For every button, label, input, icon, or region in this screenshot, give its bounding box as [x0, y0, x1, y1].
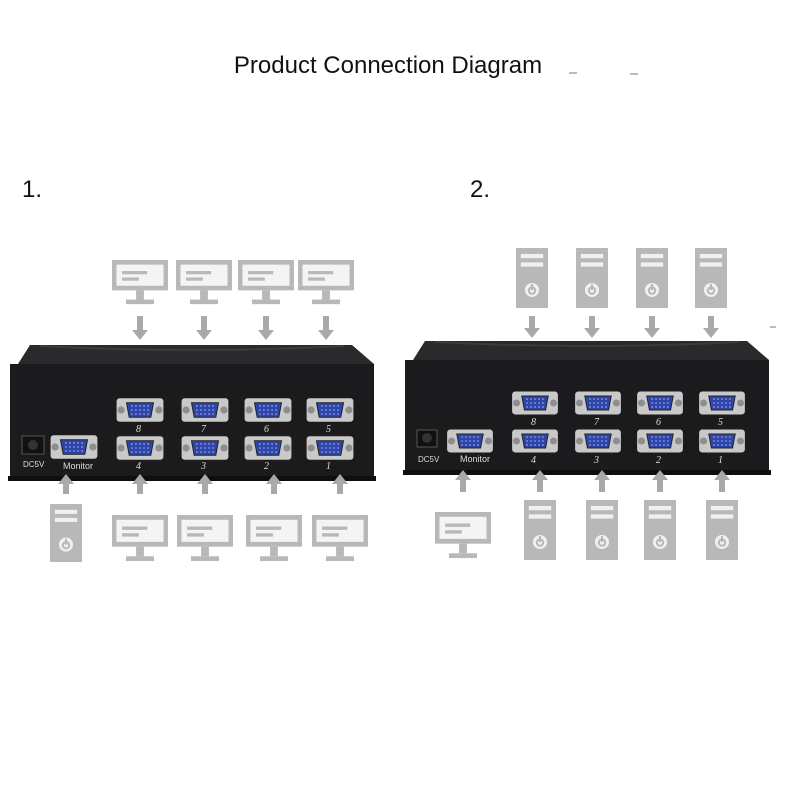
arrow-up-icon — [532, 470, 548, 492]
arrow-down-icon — [703, 316, 719, 338]
port-number-label: 7 — [594, 417, 600, 428]
computer-icon — [586, 500, 618, 560]
monitor-port-label: Monitor — [63, 461, 93, 471]
monitor-icon — [112, 260, 168, 305]
arrow-down-icon — [644, 316, 660, 338]
port-number-label: 8 — [531, 417, 536, 428]
vga-port — [306, 398, 354, 422]
computer-icon — [636, 248, 668, 308]
port-number-label: 7 — [201, 424, 207, 435]
computer-icon — [516, 248, 548, 308]
power-label: DC5V — [23, 460, 45, 469]
arrow-down-icon — [132, 316, 148, 340]
stray-mark — [569, 72, 577, 74]
power-jack-hole — [28, 440, 38, 450]
port-number-label: 2 — [656, 455, 661, 466]
arrow-up-icon — [132, 474, 148, 494]
vga-port — [181, 398, 229, 422]
arrow-up-icon — [594, 470, 610, 492]
port-number-label: 6 — [656, 417, 661, 428]
arrow-down-icon — [524, 316, 540, 338]
port-number-label: 3 — [200, 461, 206, 472]
port-number-label: 6 — [264, 424, 269, 435]
computer-icon — [50, 504, 82, 562]
monitor-icon — [176, 260, 232, 305]
monitor-icon — [177, 515, 233, 562]
stray-mark — [770, 326, 776, 328]
vga-port — [181, 436, 229, 460]
vga-port — [512, 429, 558, 453]
vga-port — [116, 398, 164, 422]
vga-port — [447, 429, 493, 453]
vga-port — [699, 391, 745, 415]
arrow-up-icon — [455, 470, 471, 492]
computer-icon — [576, 248, 608, 308]
arrow-down-icon — [196, 316, 212, 340]
vga-port — [116, 436, 164, 460]
arrow-up-icon — [197, 474, 213, 494]
vga-port — [637, 391, 683, 415]
monitor-icon — [312, 515, 368, 562]
port-number-label: 8 — [136, 424, 141, 435]
arrow-up-icon — [652, 470, 668, 492]
arrow-down-icon — [318, 316, 334, 340]
arrow-down-icon — [584, 316, 600, 338]
computer-icon — [524, 500, 556, 560]
vga-port — [306, 436, 354, 460]
computer-icon — [695, 248, 727, 308]
monitor-icon — [238, 260, 294, 305]
power-jack-hole — [422, 433, 432, 443]
port-number-label: 1 — [718, 455, 723, 466]
vga-port — [244, 398, 292, 422]
monitor-icon — [112, 515, 168, 562]
port-number-label: 5 — [718, 417, 723, 428]
vga-port — [575, 391, 621, 415]
vga-port — [50, 435, 98, 459]
vga-port — [244, 436, 292, 460]
arrow-up-icon — [714, 470, 730, 492]
monitor-icon — [246, 515, 302, 562]
arrow-up-icon — [332, 474, 348, 494]
computer-icon — [706, 500, 738, 560]
port-number-label: 1 — [326, 461, 331, 472]
monitor-port-label: Monitor — [460, 454, 490, 464]
monitor-icon — [298, 260, 354, 305]
arrow-down-icon — [258, 316, 274, 340]
page-title: Product Connection Diagram — [233, 52, 543, 79]
monitor-icon — [435, 512, 491, 559]
vga-port — [637, 429, 683, 453]
arrow-up-icon — [58, 474, 74, 494]
vga-port — [512, 391, 558, 415]
port-number-label: 4 — [531, 455, 536, 466]
port-number-label: 2 — [264, 461, 269, 472]
port-number-label: 5 — [326, 424, 331, 435]
port-number-label: 4 — [136, 461, 141, 472]
computer-icon — [644, 500, 676, 560]
port-number-label: 3 — [593, 455, 599, 466]
stray-mark — [630, 73, 638, 75]
vga-port — [699, 429, 745, 453]
vga-port — [575, 429, 621, 453]
diagram-number-1: 1. — [22, 176, 43, 203]
power-label: DC5V — [418, 455, 440, 464]
diagram-number-2: 2. — [470, 176, 491, 203]
arrow-up-icon — [266, 474, 282, 494]
